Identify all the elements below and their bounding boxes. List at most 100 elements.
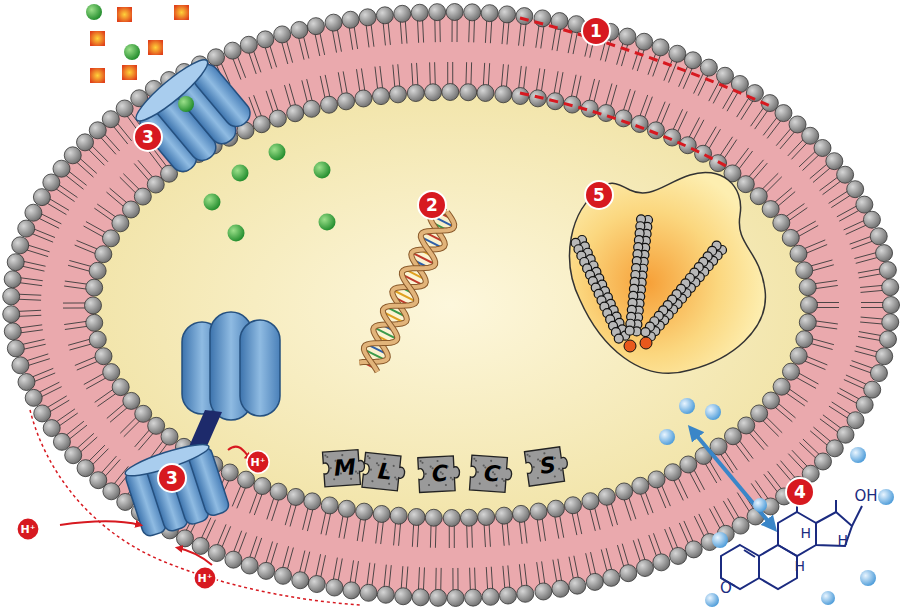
- puzzle-texture: [367, 455, 369, 457]
- lipid-head: [359, 9, 376, 26]
- puzzle-texture: [425, 473, 427, 475]
- lipid-head: [4, 271, 21, 288]
- lipid-head: [253, 116, 270, 133]
- lipid-head: [135, 405, 152, 422]
- proton-circle: H⁺: [246, 450, 270, 474]
- lipid-head: [95, 348, 112, 365]
- lipid-head: [208, 49, 225, 66]
- puzzle-outline: [524, 446, 569, 486]
- lipid-head: [879, 262, 896, 279]
- puzzle-texture: [428, 484, 430, 486]
- callout-circle: 2: [417, 190, 447, 220]
- lipid-head: [796, 262, 813, 279]
- lipid-head: [499, 587, 516, 604]
- lipid-head: [598, 488, 615, 505]
- lipid-head: [408, 509, 425, 526]
- lipid-head: [33, 189, 50, 206]
- lipid-head: [802, 127, 819, 144]
- lipid-head: [12, 357, 29, 374]
- lipid-head: [25, 389, 42, 406]
- lipid-head: [304, 493, 321, 510]
- puzzle-texture: [394, 476, 396, 478]
- dna-helix: [359, 212, 454, 372]
- lipid-head: [552, 580, 569, 597]
- lipid-head: [287, 488, 304, 505]
- lipid-head: [496, 507, 513, 524]
- lipid-head: [700, 59, 717, 76]
- lipid-head: [882, 279, 899, 296]
- lipid-head: [208, 545, 225, 562]
- lipid-head: [18, 220, 35, 237]
- lipid-head: [307, 18, 324, 35]
- green-particle: [86, 4, 102, 20]
- lipid-head: [446, 4, 463, 21]
- lipid-head: [495, 86, 512, 103]
- lipid-head: [664, 464, 681, 481]
- lipid-head: [308, 576, 325, 593]
- lipid-head: [586, 573, 603, 590]
- lipid-head: [751, 405, 768, 422]
- dna-strand: [364, 212, 454, 372]
- lipid-head: [373, 505, 390, 522]
- lipid-head: [303, 100, 320, 117]
- puzzle-outline: [470, 455, 513, 493]
- circle-outline: [786, 478, 814, 506]
- lipid-head: [547, 500, 564, 517]
- lipid-head: [516, 8, 533, 25]
- lipid-head: [86, 314, 103, 331]
- lipid-head: [863, 211, 880, 228]
- lipid-head: [636, 559, 653, 576]
- lipid-head: [25, 204, 42, 221]
- lipid-head: [477, 84, 494, 101]
- green-particle: [319, 214, 336, 231]
- puzzle-letter: S: [539, 454, 558, 478]
- puzzle-letter: M: [333, 456, 356, 479]
- lipid-head: [512, 88, 529, 105]
- lipid-head: [783, 363, 800, 380]
- puzzle-letter: L: [377, 460, 393, 483]
- puzzle-texture: [371, 480, 373, 482]
- lipid-head: [102, 111, 119, 128]
- lipid-atom: [641, 328, 650, 337]
- lipid-head: [377, 586, 394, 603]
- lipid-head: [64, 147, 81, 164]
- lipid-head: [856, 396, 873, 413]
- lipid-head: [564, 497, 581, 514]
- callout-circle: 3: [157, 463, 187, 493]
- lipid-head: [176, 530, 193, 547]
- orange-square: [117, 7, 132, 22]
- lipid-head: [411, 4, 428, 21]
- lipid-head: [372, 88, 389, 105]
- lipid-head: [95, 246, 112, 263]
- lipid-head: [89, 331, 106, 348]
- lipid-head: [636, 33, 653, 50]
- lipid-head: [517, 585, 534, 602]
- lipid-head: [103, 364, 120, 381]
- proton-circle: H⁺: [16, 517, 40, 541]
- lipid-head: [882, 314, 899, 331]
- lipid-head: [4, 323, 21, 340]
- lipid-head: [464, 4, 481, 21]
- dna-strand-outline: [359, 212, 447, 363]
- lipid-head: [737, 176, 754, 193]
- lipid-head: [826, 153, 843, 170]
- lipid-head: [864, 381, 881, 398]
- puzzle-letter: C: [483, 462, 501, 485]
- puzzle-texture: [558, 468, 560, 470]
- lipid-head: [653, 554, 670, 571]
- lipid-head: [85, 297, 102, 314]
- lipid-head: [796, 331, 813, 348]
- proton-circle: H⁺: [193, 566, 217, 590]
- atom-label: H: [838, 533, 849, 547]
- lipid-head-atom: [640, 337, 652, 349]
- lipid-head: [669, 45, 686, 62]
- puzzle-piece: C: [467, 452, 518, 495]
- lipid-head: [782, 229, 799, 246]
- lipid-head: [148, 417, 165, 434]
- lipid-head: [632, 477, 649, 494]
- lipid-head: [123, 392, 140, 409]
- lipid-head: [376, 7, 393, 24]
- puzzle-outline: [323, 449, 366, 487]
- lipid-head: [116, 100, 133, 117]
- steroid-structure: [721, 500, 862, 589]
